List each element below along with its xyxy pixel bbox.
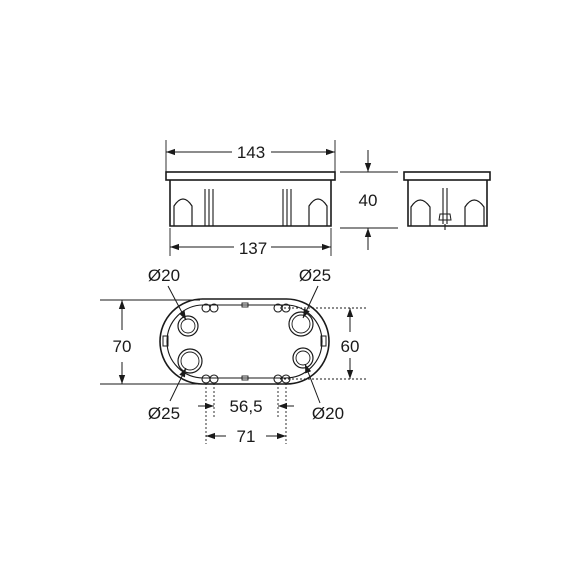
top-view: [159, 298, 330, 385]
dimension-56-5: 56,5: [198, 383, 294, 417]
leader-dia-top-left: Ø20: [148, 266, 187, 321]
front-knockout-left: [173, 198, 193, 226]
dimension-71: 71: [205, 383, 287, 446]
dimension-label-143: 143: [237, 143, 265, 162]
knockout-bottom-right: [292, 347, 314, 369]
knockout-top-left: [177, 315, 199, 337]
front-body: [169, 180, 332, 227]
dimension-label-71: 71: [237, 427, 256, 446]
side-rim: [403, 171, 491, 181]
dimension-label-70: 70: [113, 337, 132, 356]
dimension-143: 143: [165, 140, 336, 172]
dimension-137: 137: [169, 228, 332, 258]
dimension-label-40: 40: [359, 191, 378, 210]
front-view: [165, 171, 336, 227]
screw-hole-icon: [201, 374, 211, 384]
knockout-top-right: [288, 311, 314, 337]
screw-hole-icon: [209, 303, 219, 313]
dimension-70: 70: [100, 299, 200, 385]
screw-hole-icon: [209, 374, 219, 384]
side-body: [407, 180, 488, 227]
dia-label-top-right: Ø25: [299, 266, 331, 285]
leader-dia-bottom-left: Ø25: [148, 367, 187, 423]
dimension-label-60: 60: [341, 337, 360, 356]
side-knockout-right: [464, 199, 485, 226]
oval-inner: [166, 304, 323, 379]
leader-dia-bottom-right: Ø20: [304, 363, 344, 423]
side-knockout-left: [410, 199, 431, 226]
dia-label-top-left: Ø20: [148, 266, 180, 285]
dimension-60: 60: [280, 307, 368, 380]
oval-outer: [159, 298, 330, 385]
leader-dia-top-right: Ø25: [299, 266, 331, 319]
dimension-label-56-5: 56,5: [229, 397, 262, 416]
side-view: [403, 171, 491, 230]
dimension-40: 40: [340, 150, 398, 250]
dia-label-bottom-left: Ø25: [148, 404, 180, 423]
front-knockout-right: [308, 198, 328, 226]
front-rim: [165, 171, 336, 181]
dimension-label-137: 137: [239, 239, 267, 258]
knockout-bottom-left: [177, 348, 203, 374]
dia-label-bottom-right: Ø20: [312, 404, 344, 423]
